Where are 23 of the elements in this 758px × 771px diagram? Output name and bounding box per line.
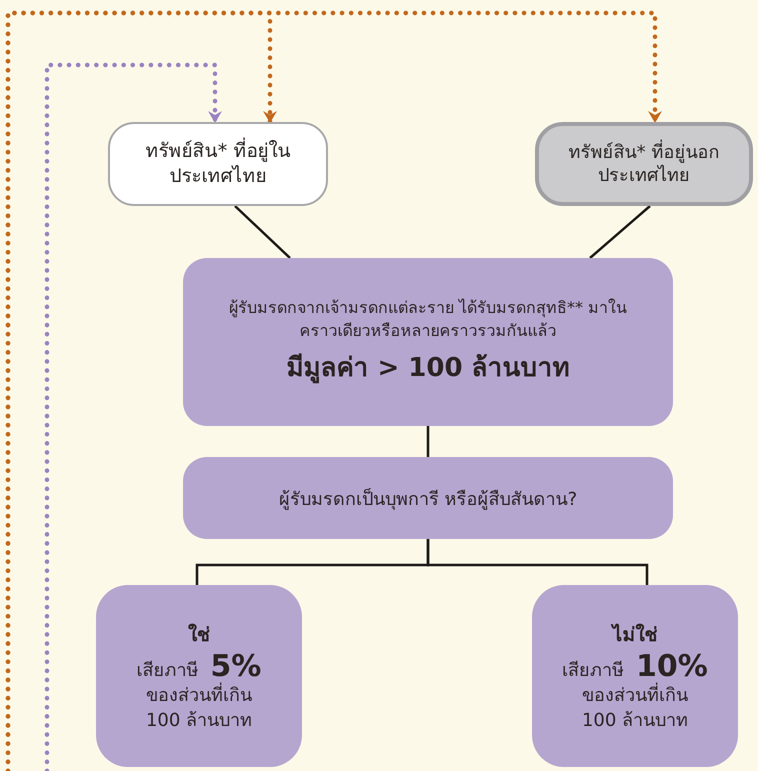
label-text: เสียภาษี 10%: [562, 649, 708, 684]
label-text: มีมูลค่า > 100 ล้านบาท: [286, 352, 570, 386]
connector-line: [426, 539, 648, 585]
label-text: ไม่ใช่: [612, 622, 658, 648]
asset-box: [535, 122, 753, 206]
label-text: เสียภาษี 5%: [136, 649, 262, 684]
label-text: ของส่วนที่เกิน 100 ล้านบาท: [532, 684, 738, 733]
label-text: ผู้รับมรดกจากเจ้ามรดกแต่ละราย ได้รับมรดกสุทธิ** มาในคราวเดียวหรือหลายคราวรวมกันแล้ว: [228, 297, 628, 342]
connector-line: [234, 205, 291, 259]
label-text: ของส่วนที่เกิน 100 ล้านบาท: [96, 684, 302, 733]
result-box: [532, 585, 738, 767]
connector-line: [589, 205, 651, 259]
asset-box: [108, 122, 328, 206]
result-box: [96, 585, 302, 767]
label-text: ใช่: [188, 622, 210, 648]
connector-line: [426, 426, 430, 457]
dotted-arrow: [6, 10, 662, 771]
dotted-arrow: [44, 62, 222, 771]
label-text: ทรัพย์สิน* ที่อยู่ในประเทศไทย: [110, 139, 326, 189]
condition-box: [183, 258, 673, 426]
label-text: ทรัพย์สิน* ที่อยู่นอกประเทศไทย: [568, 140, 720, 188]
question-box: [183, 457, 673, 539]
label-text: ผู้รับมรดกเป็นบุพการี หรือผู้สืบสันดาน?: [278, 487, 578, 512]
